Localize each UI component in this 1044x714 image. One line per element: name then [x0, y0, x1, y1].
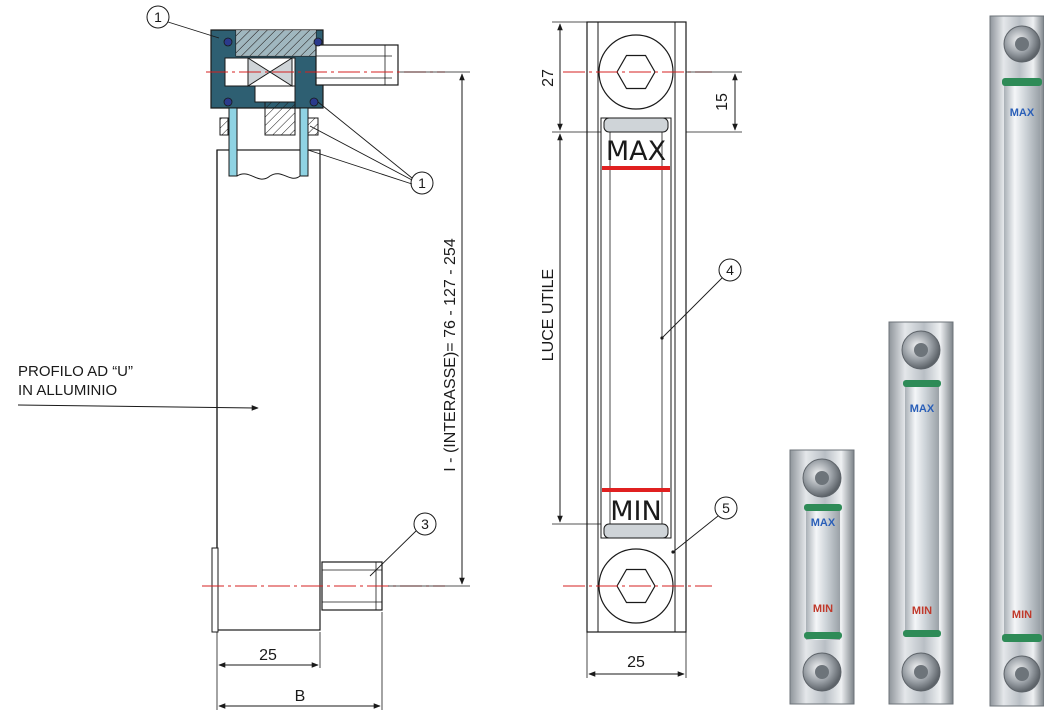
gauge-medium: MAX MIN	[888, 321, 954, 705]
product-photo-illustration: MAX MIN MAX MIN MAX MIN	[789, 15, 1044, 707]
dim-b: B	[295, 688, 306, 705]
dim-25-front: 25	[627, 654, 645, 671]
dim-25-side: 25	[259, 647, 277, 664]
sight-glass	[600, 117, 672, 539]
callout-4	[718, 258, 742, 282]
svg-text:5: 5	[722, 500, 730, 516]
front-view: MAX MIN 27 15 LUCE UTILE 4 5 25	[540, 21, 742, 678]
svg-text:MAX: MAX	[910, 403, 935, 415]
dim-27: 27	[540, 69, 557, 87]
svg-text:1: 1	[418, 175, 426, 191]
bottom-flange	[211, 547, 219, 633]
callout-1-top	[146, 5, 170, 29]
callout-1-side	[410, 171, 434, 195]
max-label: MAX	[606, 136, 666, 167]
svg-text:4: 4	[726, 262, 734, 278]
gauge-short: MAX MIN	[789, 449, 855, 705]
luce-utile-label: LUCE UTILE	[540, 269, 557, 361]
min-label: MIN	[610, 496, 661, 527]
svg-text:MIN: MIN	[813, 603, 833, 615]
svg-text:MAX: MAX	[1010, 107, 1035, 119]
profile-label-line2: IN ALLUMINIO	[18, 382, 117, 399]
svg-text:1: 1	[154, 9, 162, 25]
max-bar	[602, 166, 670, 170]
gauge-tall: MAX MIN	[989, 15, 1044, 707]
dim-15: 15	[714, 93, 731, 111]
side-section-view: I - (INTERASSE)= 76 - 127 - 254 PROFILO …	[17, 5, 470, 710]
svg-text:MAX: MAX	[811, 517, 836, 529]
glass-wall-left	[228, 107, 238, 177]
callout-3	[413, 512, 437, 536]
profile-label-line1: PROFILO AD “U”	[18, 363, 133, 380]
profile-leader	[17, 404, 259, 411]
u-profile-body	[216, 149, 321, 631]
svg-text:3: 3	[421, 516, 429, 532]
svg-text:MIN: MIN	[1012, 609, 1032, 621]
min-bar	[602, 488, 670, 492]
interaxis-label: I - (INTERASSE)= 76 - 127 - 254	[442, 238, 459, 472]
seal-oring	[223, 37, 233, 47]
svg-text:MIN: MIN	[912, 605, 932, 617]
glass-wall-right	[299, 107, 309, 177]
callout-5	[714, 496, 738, 520]
